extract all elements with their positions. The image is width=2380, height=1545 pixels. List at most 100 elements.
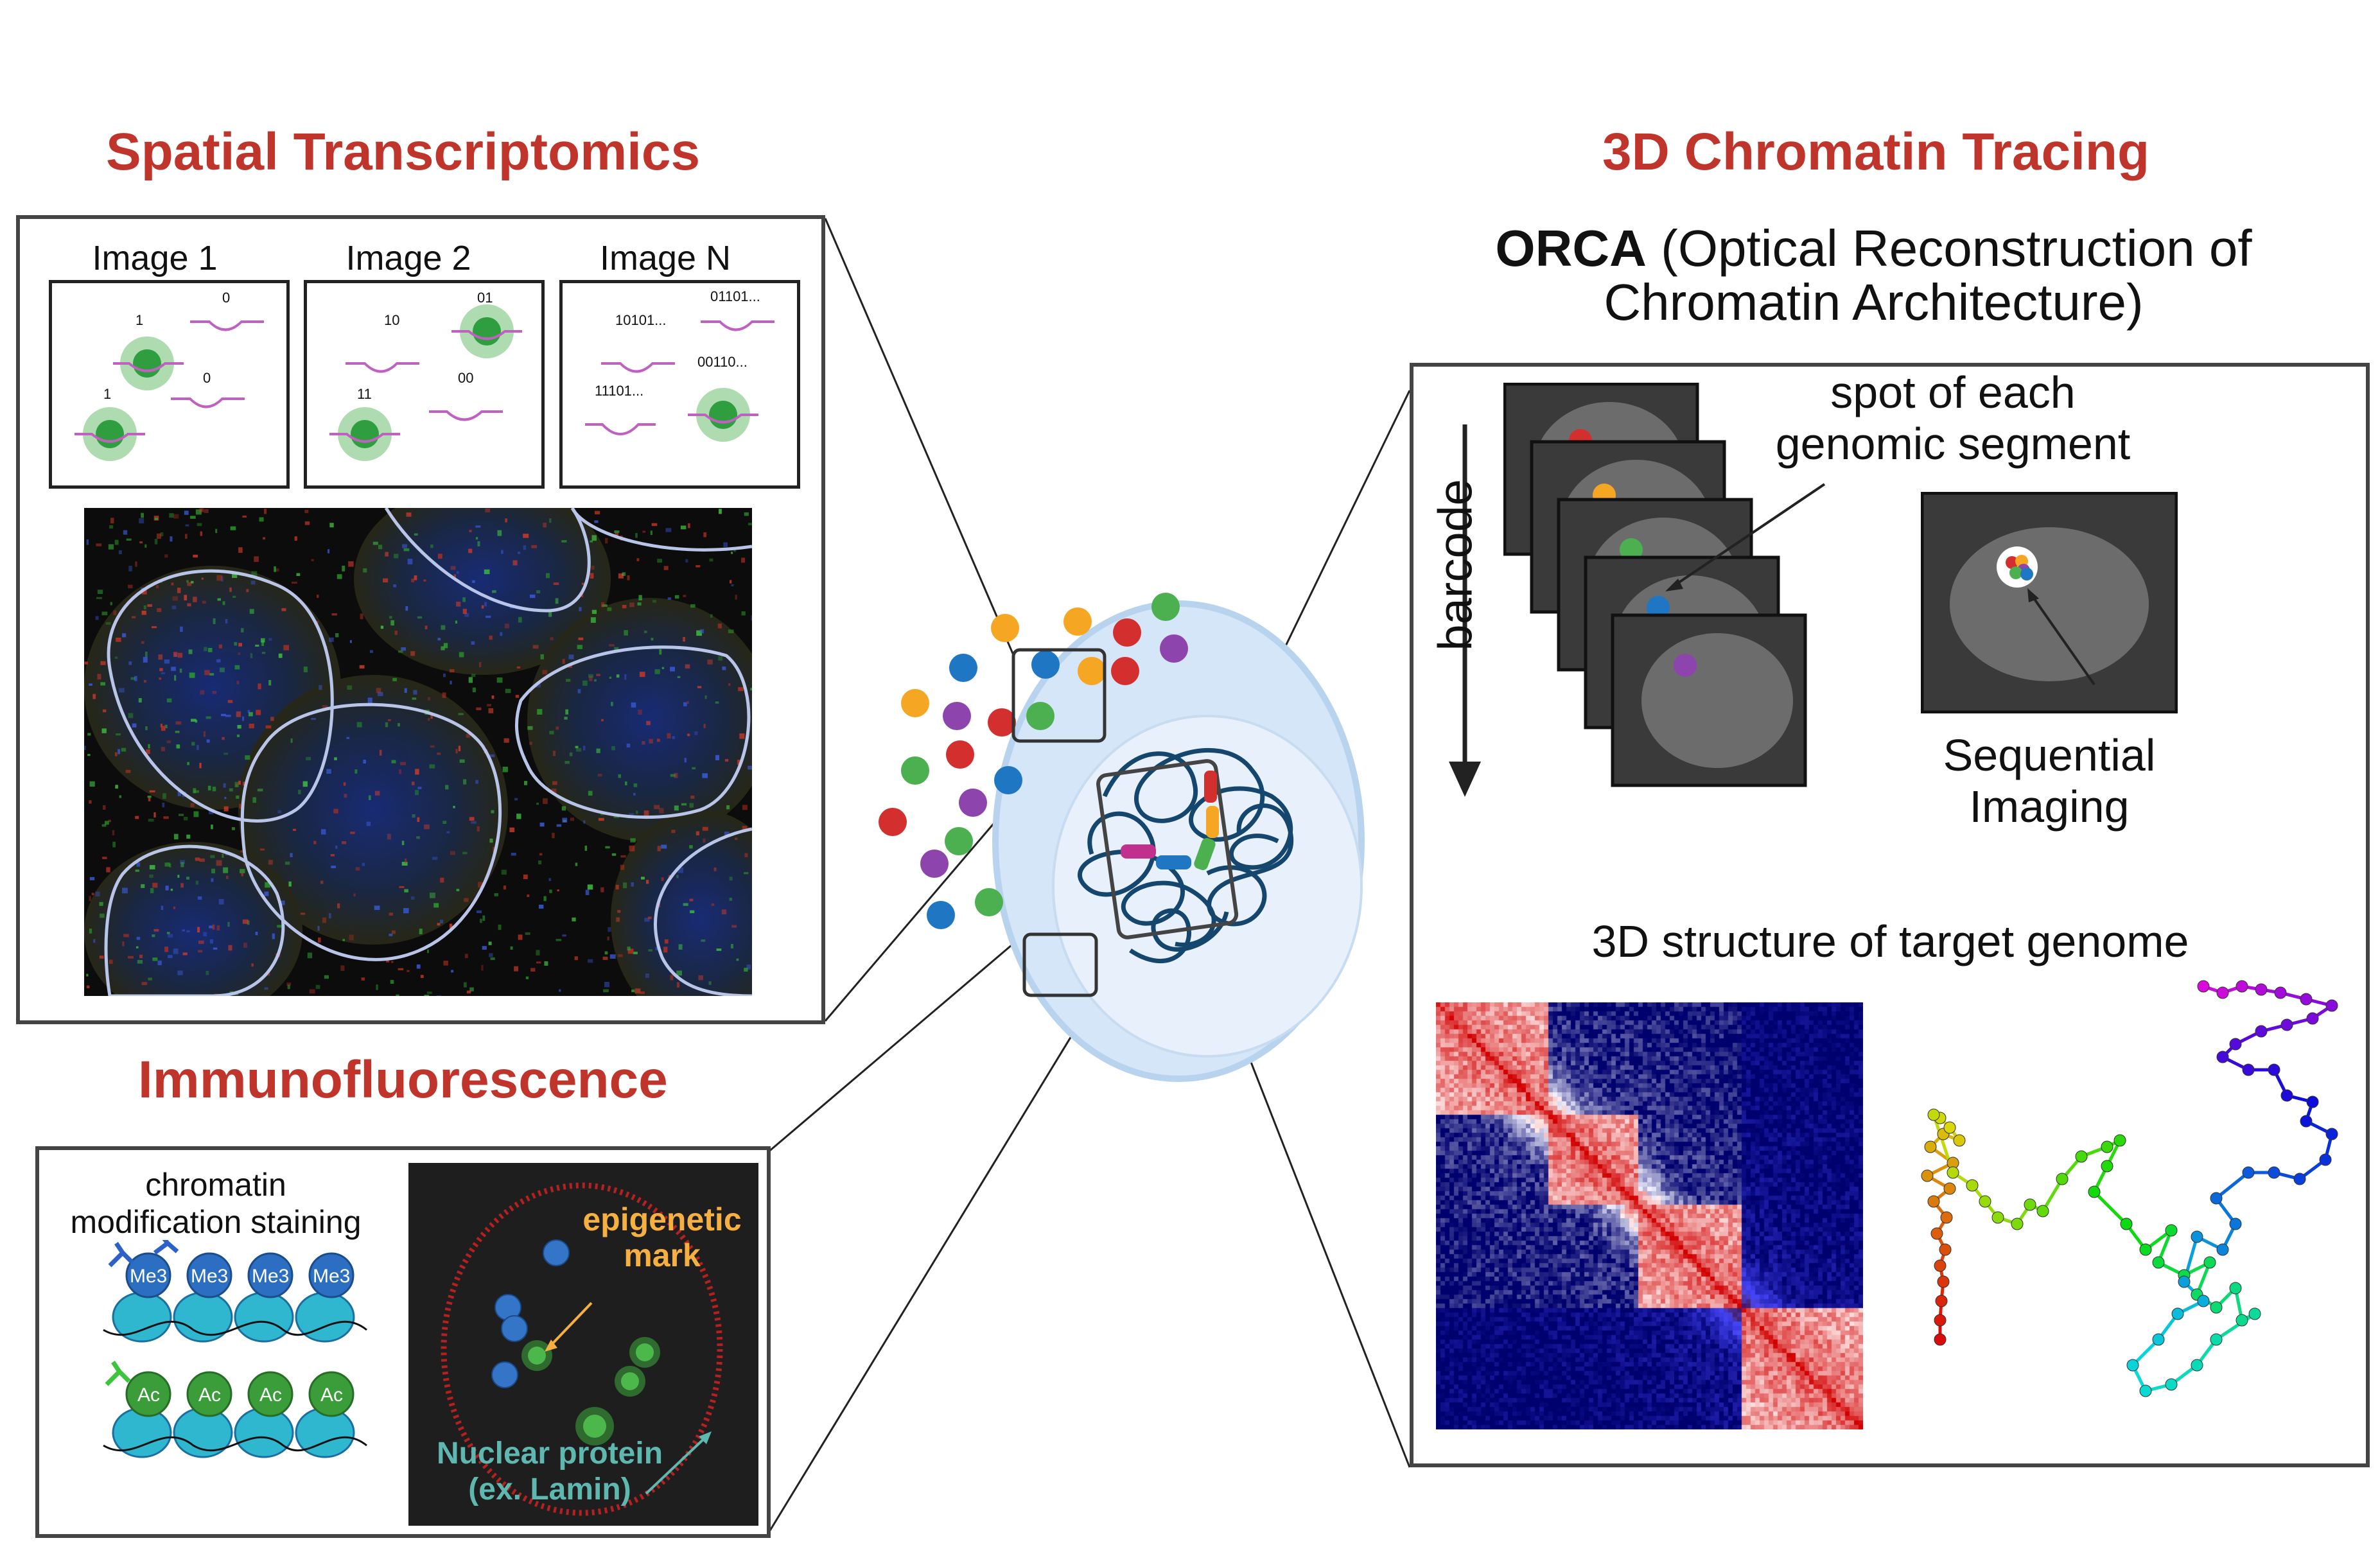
fluorescence-speckle [683,637,685,642]
fluorescence-speckle [369,650,373,653]
fluorescence-speckle [683,702,687,706]
fluorescence-speckle [616,917,620,922]
fluorescence-speckle [211,868,215,874]
fluorescence-speckle [562,817,568,823]
fluorescence-speckle [135,561,137,567]
fluorescence-speckle [210,855,215,859]
fluorescence-speckle [97,674,101,680]
trace-bead [1934,1259,1947,1272]
fluorescence-speckle [440,877,444,883]
fluorescence-speckle [565,709,568,715]
fluorescence-speckle [671,830,676,834]
fluorescence-speckle [406,512,412,517]
fluorescence-speckle [164,724,168,729]
fluorescence-speckle [105,821,109,825]
fluorescence-speckle [677,676,681,679]
trace-bead [2229,1282,2242,1295]
fluorescence-speckle [154,539,158,545]
fluorescence-speckle [417,787,422,789]
fluorescence-speckle [166,932,170,934]
fluorescence-speckle [99,956,104,959]
fluorescence-speckle [86,539,89,545]
fluorescence-speckle [744,872,749,875]
fluorescence-speckle [139,954,143,959]
fluorescence-speckle [481,605,484,609]
fluorescence-speckle [527,894,530,897]
fluorescence-speckle [149,865,155,869]
fluorescence-speckle [100,661,106,665]
fluorescence-speckle [168,934,173,938]
fluorescence-speckle [156,585,159,588]
fluorescence-speckle [187,762,189,765]
fluorescence-speckle [277,810,282,814]
trace-bead [2165,1378,2178,1391]
fluorescence-speckle [643,810,649,816]
trace-bead [1943,1121,1956,1134]
fluorescence-speckle [591,565,595,570]
segment-green [1194,837,1216,871]
fluorescence-speckle [484,569,490,575]
fluorescence-speckle [437,923,441,926]
fluorescence-speckle [726,805,730,810]
fluorescence-speckle [362,862,365,866]
fluorescence-speckle [294,536,297,541]
fluorescence-speckle [247,710,250,713]
fluorescence-speckle [710,614,713,618]
trace-bead [2203,1256,2216,1269]
fluorescence-speckle [685,664,690,668]
fluorescence-speckle [188,649,193,654]
barcode-arrow [1449,424,1481,797]
rna-spot [1111,657,1139,685]
fluorescence-speckle [690,796,695,799]
trace-bead [2024,1198,2036,1211]
segment-orange [1206,806,1219,838]
epigenetic-line1: epigenetic [582,1201,742,1237]
fluorescence-speckle [121,747,127,752]
fluorescence-speckle [681,803,687,806]
fluorescence-speckle [414,533,418,536]
trace-bead [2171,1307,2184,1320]
fluorescence-speckle [414,575,417,580]
barcode-frame-stack [1503,383,1807,787]
signal-dot [709,401,737,429]
fluorescence-speckle [744,512,749,516]
trace-bead [2280,1018,2293,1031]
fluorescence-speckle [141,982,148,985]
fluorescence-speckle [268,680,272,686]
rna-spot [1078,657,1106,685]
fluorescence-speckle [284,861,290,865]
fluorescence-speckle [685,559,688,563]
fluorescence-speckle [160,724,162,728]
fluorescence-speckle [132,723,137,728]
fluorescence-speckle [463,982,467,988]
fluorescence-speckle [642,741,645,745]
fluorescence-speckle [277,925,282,928]
fluorescence-speckle [689,898,694,902]
trace-bead [2280,1089,2293,1102]
fluorescence-speckle [374,905,380,911]
fluorescence-speckle [692,767,696,770]
fluorescence-speckle [416,965,421,969]
fluorescence-speckle [330,854,335,857]
fluorescence-speckle [255,644,259,647]
fluorescence-speckle [401,862,408,866]
fluorescence-speckle [650,530,652,536]
fluorescence-speckle [241,628,244,633]
trace-bead [2216,1051,2229,1063]
code-label: 00 [458,370,474,386]
fluorescence-speckle [250,653,253,658]
fluorescence-speckle [458,746,461,751]
fluorescence-speckle [639,672,645,677]
fluorescence-speckle [486,615,491,618]
fluorescence-speckle [264,891,269,896]
fluorescence-speckle [647,916,652,920]
fluorescence-speckle [92,694,96,699]
fluorescence-speckle [257,789,263,792]
spatial-title: Spatial Transcriptomics [106,123,701,181]
trace-bead [2300,1115,2313,1128]
fluorescence-speckle [636,558,640,561]
signal-dot [96,420,124,448]
fluorescence-speckle [667,597,672,600]
fluorescence-speckle [343,782,346,786]
fluorescence-speckle [702,826,708,831]
